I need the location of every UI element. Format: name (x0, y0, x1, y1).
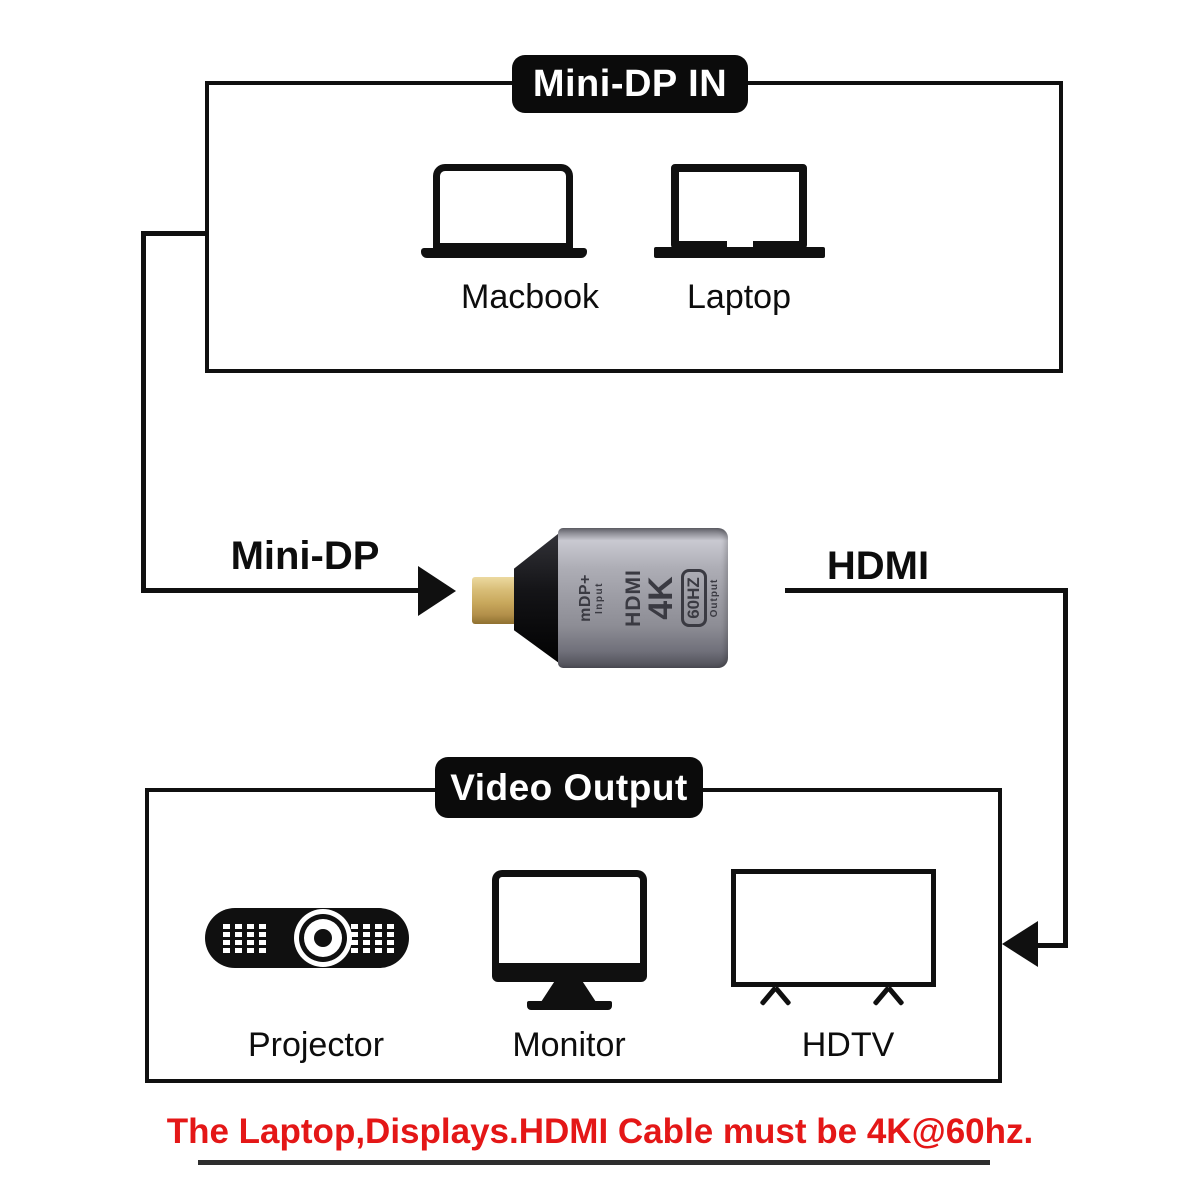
arrow-left-icon (1002, 921, 1038, 967)
adapter-neck (514, 530, 562, 666)
laptop-label: Laptop (687, 278, 791, 316)
video-output-badge: Video Output (435, 757, 703, 818)
adapter-print-output-word: Output (709, 578, 720, 618)
laptop-screen (671, 164, 807, 249)
projector-lens-dot (314, 929, 332, 947)
mini-dp-connector-label: Mini-DP (230, 534, 380, 578)
hdtv-label: HDTV (801, 1026, 895, 1064)
adapter-print-4k: 4K (642, 576, 680, 620)
footnote-underline (198, 1160, 990, 1165)
connector-line-left-vertical (141, 231, 146, 593)
connector-line-left-horizontal-top (141, 231, 207, 236)
macbook-screen (433, 164, 573, 250)
hdtv-screen (731, 869, 936, 987)
monitor-screen (492, 870, 647, 982)
arrow-right-icon (418, 566, 456, 616)
video-output-badge-label: Video Output (450, 766, 688, 808)
adapter-print-mdp: mDP+ (577, 574, 594, 622)
mini-dp-in-badge: Mini-DP IN (512, 55, 748, 113)
connector-line-right-horizontal-bottom (1036, 943, 1068, 948)
projector-vent-grid-right (351, 923, 397, 953)
connector-line-right-horizontal-top (785, 588, 1068, 593)
mini-dp-plug (472, 577, 522, 624)
monitor-stand (541, 981, 596, 1002)
monitor-label: Monitor (512, 1026, 626, 1064)
hdmi-connector-label: HDMI (826, 544, 930, 588)
projector-vent-grid-left (223, 923, 269, 953)
laptop-base (654, 247, 825, 258)
connector-line-left-horizontal-bottom (141, 588, 420, 593)
monitor-base (527, 1001, 612, 1010)
mini-dp-in-badge-label: Mini-DP IN (532, 62, 728, 105)
adapter-print-output: HDMI 4K 60HZ Output (622, 533, 722, 663)
macbook-base (421, 248, 587, 258)
adapter-print-input-word: Input (594, 582, 605, 614)
laptop-notch (727, 240, 753, 247)
mini-dp-in-box (205, 81, 1063, 373)
projector-label: Projector (247, 1026, 385, 1064)
adapter-print-input: mDP+ Input (577, 543, 607, 653)
adapter-print-60hz: 60HZ (681, 569, 707, 627)
macbook-label: Macbook (461, 278, 599, 316)
footnote-text: The Laptop,Displays.HDMI Cable must be 4… (166, 1112, 1034, 1151)
connector-line-right-vertical (1063, 588, 1068, 948)
adapter-body (558, 528, 728, 668)
